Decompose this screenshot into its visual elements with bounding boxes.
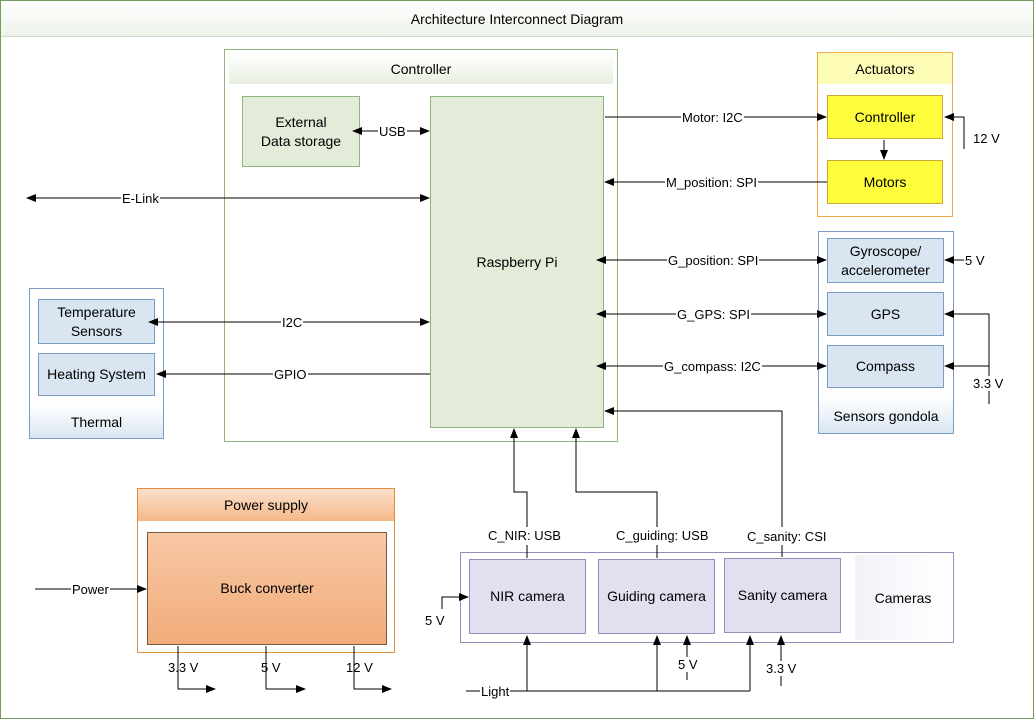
nir-5v-label: 5 V [424,613,446,628]
out-12v-line [353,646,392,693]
external-storage-box: External Data storage [242,96,360,167]
out-5v-label: 5 V [261,660,281,675]
m-position-label: M_position: SPI [665,175,759,190]
actuator-controller-box: Controller [827,95,943,139]
sensor-5v-label: 5 V [964,253,986,268]
raspberry-pi-box: Raspberry Pi [430,96,604,428]
actuators-title: Actuators [818,53,952,84]
nir-camera-box: NIR camera [469,559,586,634]
controller-container [224,49,618,442]
out-33v-line [177,646,216,693]
out-5v-line [265,646,306,693]
g-compass-label: G_compass: I2C [663,359,762,374]
elink-label: E-Link [121,191,160,206]
light-label: Light [480,684,511,699]
power-input-label: Power [71,582,110,597]
buck-converter-box: Buck converter [147,532,387,645]
camera-5v-label: 5 V [677,657,699,672]
gps-box: GPS [827,292,944,336]
power-title: Power supply [138,489,394,521]
g-position-label: G_position: SPI [667,253,760,268]
cameras-title: Cameras [855,555,951,640]
i2c-label: I2C [281,315,304,330]
nir-5v-line [441,593,469,609]
thermal-title: Thermal [30,405,163,438]
sensor-33v-line [944,310,990,404]
usb-label: USB [378,124,407,139]
gyroscope-box: Gyroscope/ accelerometer [827,238,944,283]
actuators-container [817,52,953,217]
c-nir-label: C_NIR: USB [487,528,562,543]
out-33v-label: 3.3 V [168,660,199,675]
out-12v-label: 12 V [346,660,373,675]
sensors-title: Sensors gondola [819,398,953,433]
c-guiding-link [572,428,658,527]
c-nir-link [510,428,528,527]
c-sanity-label: C_sanity: CSI [746,529,828,544]
actuator-12v-line [944,113,965,149]
c-sanity-link [604,407,783,527]
c-guiding-label: C_guiding: USB [615,528,710,543]
controller-title: Controller [229,54,613,84]
temperature-sensors-box: Temperature Sensors [38,299,155,344]
camera-33v-label: 3.3 V [765,661,798,676]
sensor-33v-label: 3.3 V [972,376,1005,391]
gpio-label: GPIO [273,367,308,382]
guiding-camera-box: Guiding camera [598,559,715,634]
motors-box: Motors [827,160,943,204]
heating-system-box: Heating System [38,353,155,396]
motor-label: Motor: I2C [681,110,744,125]
sanity-camera-box: Sanity camera [724,558,841,633]
compass-box: Compass [827,345,944,388]
actuator-12v-label: 12 V [972,131,1001,146]
thermal-container [29,288,164,439]
diagram-title: Architecture Interconnect Diagram [1,1,1033,37]
sensors-container [818,231,954,434]
g-gps-label: G_GPS: SPI [676,307,751,322]
